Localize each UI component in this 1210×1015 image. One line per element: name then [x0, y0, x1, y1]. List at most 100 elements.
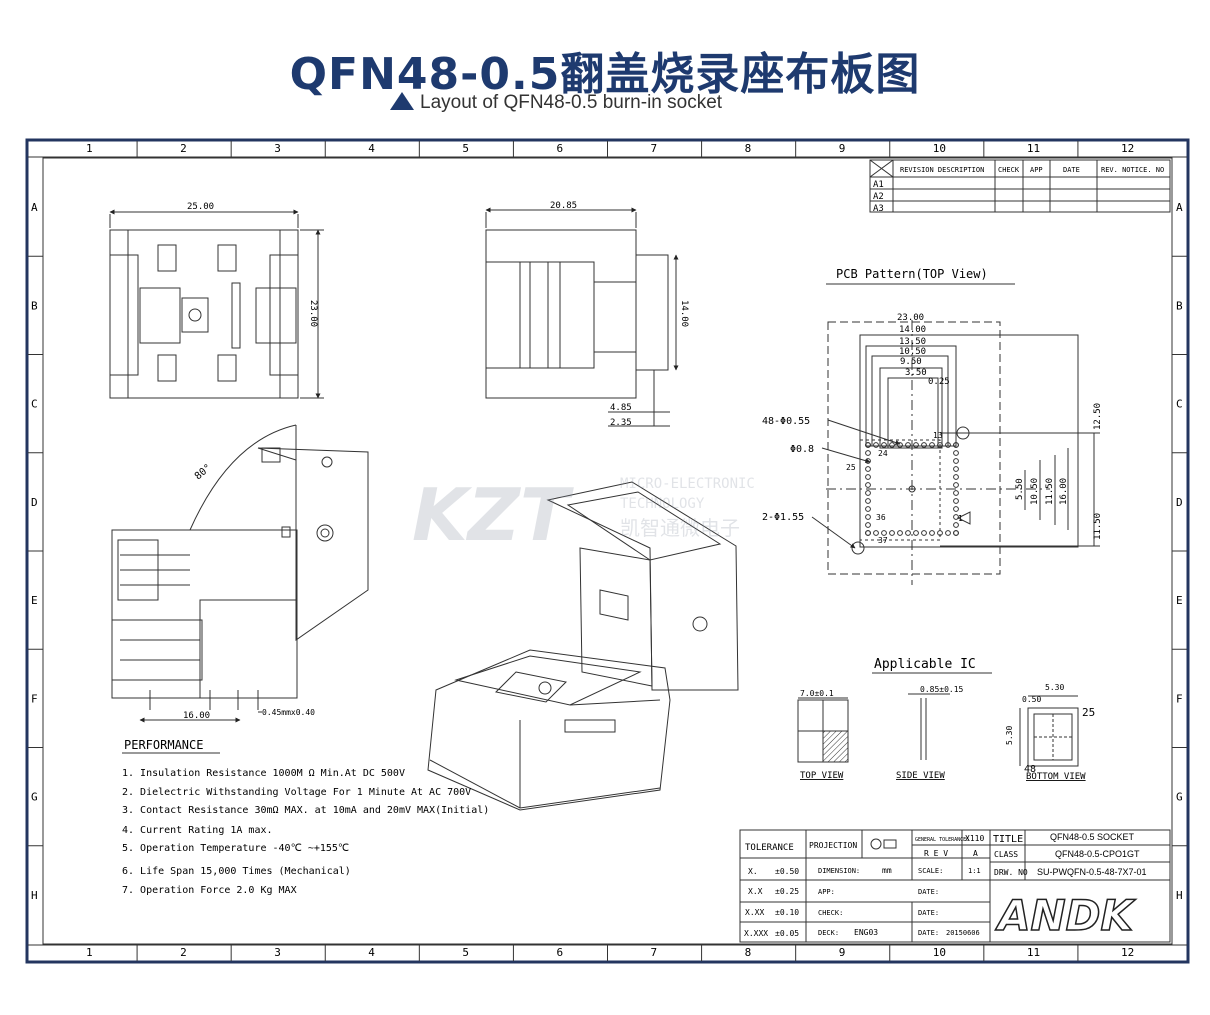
pcb-callout-pads: 48-Φ0.55	[762, 416, 810, 427]
pcb-pad-27	[905, 530, 911, 536]
col-label-3-top: 3	[274, 142, 281, 155]
row-label-A-left: A	[31, 201, 38, 214]
pcb-pad-30	[953, 498, 959, 504]
pcb-v-550: 5.50	[1015, 478, 1025, 500]
row-label-A-right: A	[1176, 201, 1183, 214]
watermark: KZT MICRO-ELECTRONIC TECHNOLOGY 凯智通微电子	[412, 473, 755, 557]
rev-header-desc: REVISION DESCRIPTION	[900, 166, 984, 174]
outer-frame	[25, 138, 1190, 964]
tb-deck-val: ENG03	[854, 928, 878, 937]
pcb-pad-34	[953, 506, 959, 512]
tb-logo: ANDK	[995, 891, 1137, 940]
pcb-pin-37: 37	[878, 536, 888, 545]
pcb-v-1250: 12.50	[1093, 403, 1103, 430]
front-view	[109, 209, 324, 399]
pcb-pad-15	[929, 530, 935, 536]
subtitle-text: Layout of QFN48-0.5 burn-in socket	[420, 92, 723, 113]
pcb-pad-33	[929, 442, 935, 448]
tb-rev-val: A	[973, 849, 978, 858]
col-label-6-top: 6	[556, 142, 563, 155]
pcb-pad-29	[921, 442, 927, 448]
perf-item-7: 7. Operation Force 2.0 Kg MAX	[122, 885, 297, 896]
pcb-pad-9	[881, 442, 887, 448]
col-label-12-top: 12	[1121, 142, 1134, 155]
pcb-pad-46	[953, 530, 959, 536]
pcb-pad-42	[953, 522, 959, 528]
row-label-C-left: C	[31, 398, 38, 411]
col-label-12-bottom: 12	[1121, 946, 1134, 959]
side-width-dim: 20.85	[550, 201, 577, 211]
pcb-v-1150b: 11.50	[1093, 513, 1103, 540]
side-d2-dim: 2.35	[610, 418, 632, 428]
pcb-pad-20	[865, 498, 871, 504]
pcb-pad-17	[897, 442, 903, 448]
pcb-pad-11	[937, 530, 943, 536]
row-label-F-left: F	[31, 692, 38, 705]
pcb-pad-45	[953, 442, 959, 448]
tb-tol-val-1: ±0.50	[775, 867, 799, 876]
open-width-dim: 16.00	[183, 711, 210, 721]
col-label-2-bottom: 2	[180, 946, 187, 959]
performance-title: PERFORMANCE	[124, 738, 203, 752]
ic-top-dim: 7.0±0.1	[800, 689, 834, 698]
pcb-h-950: 9.50	[900, 357, 922, 367]
rev-row-3: A3	[873, 204, 884, 214]
pcb-pad-41	[945, 442, 951, 448]
pcb-pad-6	[953, 450, 959, 456]
perf-item-4: 4. Current Rating 1A max.	[122, 825, 273, 836]
tb-title-label: TITLE	[993, 834, 1023, 845]
tb-tol-val-2: ±0.25	[775, 887, 799, 896]
tb-tol-val-4: ±0.05	[775, 929, 799, 938]
rev-header-date: DATE	[1063, 166, 1080, 174]
watermark-brand: KZT	[412, 473, 574, 557]
pcb-pad-48	[865, 442, 871, 448]
pcb-pad-5	[873, 442, 879, 448]
row-label-D-left: D	[31, 496, 38, 509]
ic-bottom-dim-5: 48	[1024, 764, 1036, 775]
ic-bottom-view-label: BOTTOM VIEW	[1026, 772, 1086, 782]
pcb-pad-16	[865, 506, 871, 512]
rev-header-notice: REV. NOTICE. NO	[1101, 166, 1164, 174]
col-label-7-bottom: 7	[651, 946, 658, 959]
tb-title-value: QFN48-0.5 SOCKET	[1050, 832, 1135, 842]
pcb-callout-mount: 2-Φ1.55	[762, 512, 804, 523]
ic-bottom-dim-3: 25	[1082, 706, 1095, 719]
pcb-pin-13: 13	[933, 431, 943, 440]
tb-app: APP:	[818, 888, 835, 896]
ic-views	[797, 693, 1079, 767]
row-label-H-left: H	[31, 889, 38, 902]
side-height-dim: 14.00	[679, 300, 689, 327]
col-label-1-bottom: 1	[86, 946, 93, 959]
tb-tolerance: TOLERANCE	[745, 843, 794, 853]
row-label-G-right: G	[1176, 791, 1183, 804]
tb-deck: DECK:	[818, 929, 839, 937]
tb-date-3-val: 20150606	[946, 929, 980, 937]
pcb-v-1050: 10.50	[1030, 478, 1040, 505]
row-label-B-right: B	[1176, 299, 1183, 312]
tb-class-label: CLASS	[994, 850, 1018, 859]
col-label-4-top: 4	[368, 142, 375, 155]
pcb-pad-31	[897, 530, 903, 536]
pcb-pin-36: 36	[876, 513, 886, 522]
perf-item-3: 3. Contact Resistance 30mΩ MAX. at 10mA …	[122, 805, 489, 816]
col-label-11-bottom: 11	[1027, 946, 1040, 959]
col-label-10-top: 10	[933, 142, 946, 155]
open-angle-dim: 80°	[193, 462, 214, 482]
tb-tol-key-4: X.XXX	[744, 929, 768, 938]
tb-check: CHECK:	[818, 909, 843, 917]
ic-side-dim: 0.85±0.15	[920, 685, 964, 694]
perf-item-2: 2. Dielectric Withstanding Voltage For 1…	[122, 787, 471, 798]
pcb-h-14: 14.00	[899, 325, 926, 335]
page-title: QFN48-0.5翻盖烧录座布板图	[289, 49, 921, 100]
tb-tol-key-2: X.X	[748, 887, 763, 896]
pcb-pad-25	[913, 442, 919, 448]
tb-scale-val: 1:1	[968, 867, 981, 875]
row-label-H-right: H	[1176, 889, 1183, 902]
tb-tol-key-1: X.	[748, 867, 758, 876]
col-label-8-top: 8	[745, 142, 752, 155]
pcb-pad-14	[953, 466, 959, 472]
col-label-3-bottom: 3	[274, 946, 281, 959]
pcb-pad-23	[913, 530, 919, 536]
row-label-G-left: G	[31, 791, 38, 804]
